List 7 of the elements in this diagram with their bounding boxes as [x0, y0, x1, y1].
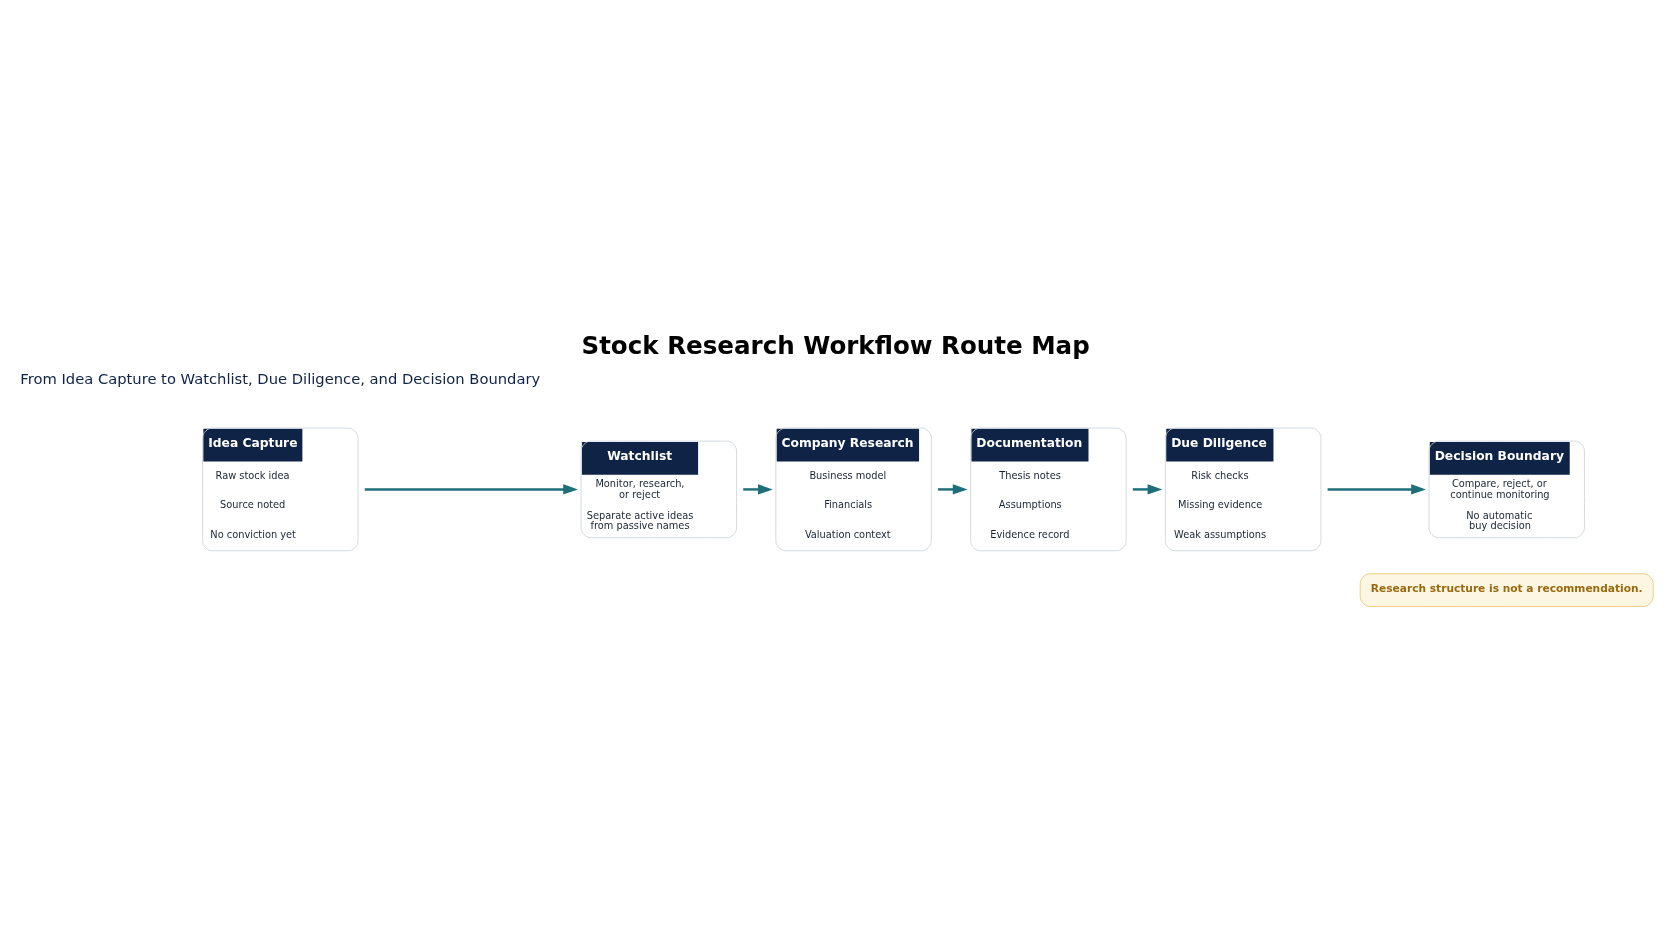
arrow: [1327, 483, 1426, 495]
arrow: [364, 483, 578, 495]
arrow: [1132, 483, 1163, 495]
arrow: [743, 483, 773, 495]
arrow: [938, 483, 968, 495]
label: From Idea Capture to Watchlist, Due Diligence, and Decision Boundary: [20, 369, 541, 387]
diagram-title: Stock Research Workflow Route Map: [581, 330, 1090, 360]
